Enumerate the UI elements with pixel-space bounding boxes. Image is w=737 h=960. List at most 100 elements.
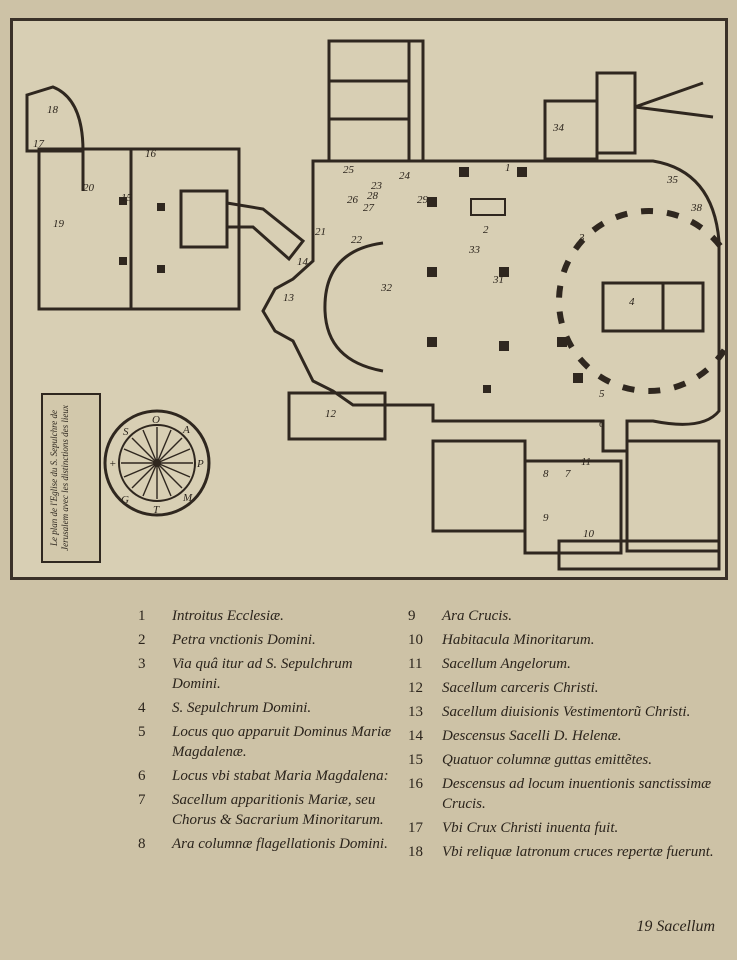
plan-number: 5 [599, 388, 605, 400]
legend-text: Introitus Ecclesiæ. [172, 608, 284, 624]
piers [119, 167, 583, 393]
legend-number: 18 [408, 844, 423, 860]
north-buildings [327, 39, 411, 163]
legend-number: 8 [138, 836, 146, 852]
plan-number: 31 [492, 274, 504, 286]
church-floor-plan: O A P M T G + S 1 2 3 4 5 6 7 8 9 10 11 … [25, 39, 725, 571]
compass-letter: + [109, 458, 116, 470]
legend-text: Vbi Crux Christi inuenta fuit. [442, 820, 619, 836]
legend-text: Locus vbi stabat Maria Magdalena: [172, 768, 389, 784]
compass-rose: O A P M T G + S [103, 409, 211, 517]
legend-number: 16 [408, 776, 423, 792]
plan-number: 20 [83, 182, 95, 194]
compass-letter: P [196, 458, 204, 470]
legend-number: 6 [138, 768, 146, 784]
legend-entry: 4 S. Sepulchrum Domini. [138, 698, 400, 718]
plan-numbers: 1 2 3 4 5 6 7 8 9 10 11 12 13 14 15 16 1… [33, 104, 703, 540]
plan-number: 26 [347, 194, 359, 206]
compass-letter: M [182, 492, 193, 504]
legend-text: Descensus Sacelli D. Helenæ. [442, 728, 622, 744]
legend-text: Ara Crucis. [442, 608, 513, 624]
legend-text: Sacellum apparitionis Mariæ, seu Chorus … [172, 792, 384, 828]
compass-letter: G [121, 494, 129, 506]
plan-number: 34 [552, 122, 565, 134]
plan-number: 1 [505, 162, 511, 174]
cartouche-title: Le plan de l'Eglise du S. Sepulchre de J… [49, 405, 70, 551]
plan-number: 16 [145, 148, 157, 160]
legend-text: Habitacula Minoritarum. [442, 632, 595, 648]
plan-number: 15 [121, 192, 133, 204]
compass-letter: O [152, 414, 160, 426]
legend-number: 15 [408, 752, 423, 768]
legend-number: 14 [408, 728, 423, 744]
legend-entry: 14 Descensus Sacelli D. Helenæ. [408, 726, 726, 746]
legend-number: 7 [138, 792, 146, 808]
plan-number: 38 [690, 202, 703, 214]
legend-text: Via quâ itur ad S. Sepulchrum Domini. [172, 656, 353, 692]
legend-number: 17 [408, 820, 423, 836]
plan-number: 8 [543, 468, 549, 480]
plan-number: 6 [599, 418, 605, 430]
plan-number: 21 [315, 226, 326, 238]
legend-entry: 17 Vbi Crux Christi inuenta fuit. [408, 818, 726, 838]
legend-text: Sacellum diuisionis Vestimentorũ Christi… [442, 704, 691, 720]
plan-number: 18 [47, 104, 59, 116]
south-courts [431, 439, 527, 533]
legend-text: Sacellum Angelorum. [442, 656, 571, 672]
legend-number: 3 [138, 656, 146, 672]
engraved-plan: O A P M T G + S 1 2 3 4 5 6 7 8 9 10 11 … [10, 18, 728, 580]
main-church-wall [261, 159, 721, 453]
legend-entry: 7 Sacellum apparitionis Mariæ, seu Chorus… [138, 790, 400, 830]
legend-text: Quatuor columnæ guttas emittẽtes. [442, 752, 652, 768]
legend-entry: 3 Via quâ itur ad S. Sepulchrum Domini. [138, 654, 400, 694]
legend-entry: 18 Vbi reliquæ latronum cruces repertæ fu… [408, 842, 726, 862]
compass-letter: S [123, 426, 129, 438]
legend-text: Vbi reliquæ latronum cruces repertæ fuer… [442, 844, 714, 860]
legend-entry: 15 Quatuor columnæ guttas emittẽtes. [408, 750, 726, 770]
catchword: 19 Sacellum [636, 918, 715, 935]
legend-entry: 11 Sacellum Angelorum. [408, 654, 726, 674]
legend-entry: 6 Locus vbi stabat Maria Magdalena: [138, 766, 400, 786]
plan-number: 19 [53, 218, 65, 230]
rotunda-ring [556, 208, 725, 394]
plan-number: 35 [666, 174, 679, 186]
legend-text: Petra vnctionis Domini. [172, 632, 316, 648]
plan-number: 17 [33, 138, 45, 150]
plan-number: 27 [363, 202, 375, 214]
plan-number: 10 [583, 528, 595, 540]
plan-number: 12 [325, 408, 337, 420]
plan-number: 25 [343, 164, 355, 176]
title-cartouche: Le plan de l'Eglise du S. Sepulchre de J… [41, 393, 101, 563]
plan-number: 14 [297, 256, 309, 268]
plan-number: 24 [399, 170, 411, 182]
chapel-17-18 [25, 85, 85, 153]
compass-letter: T [153, 504, 160, 516]
plan-number: 29 [417, 194, 429, 206]
legend-number: 1 [138, 608, 146, 624]
legend-entry: 1 Introitus Ecclesiæ. [138, 606, 400, 626]
legend-number: 10 [408, 632, 423, 648]
legend-text: S. Sepulchrum Domini. [172, 700, 312, 716]
petra-unctionis-2 [470, 198, 506, 216]
plan-number: 22 [351, 234, 363, 246]
plan-number: 4 [629, 296, 635, 308]
legend-text: Locus quo apparuit Dominus Mariæ Magdale… [172, 724, 392, 760]
legend-number: 4 [138, 700, 146, 716]
plan-number: 2 [483, 224, 489, 236]
plan-number: 28 [367, 190, 379, 202]
plan-number: 23 [371, 180, 383, 192]
legend-text: Sacellum carceris Christi. [442, 680, 599, 696]
choir-apse [323, 241, 384, 373]
stair-14 [225, 201, 306, 262]
plan-number: 32 [380, 282, 393, 294]
legend-number: 11 [408, 656, 423, 672]
